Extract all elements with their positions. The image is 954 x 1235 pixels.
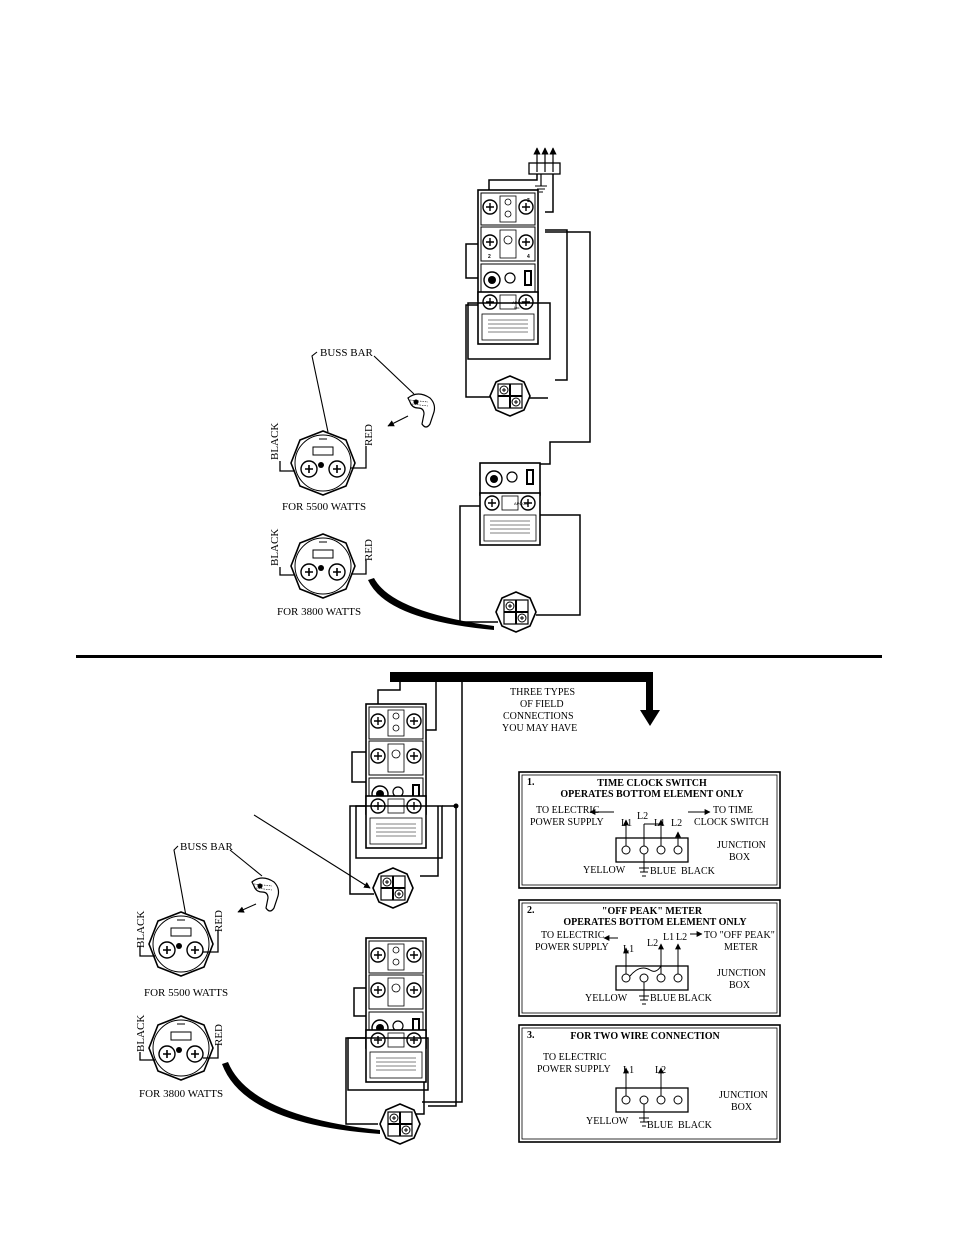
box-1-left-1: TO ELECTRIC bbox=[536, 805, 600, 816]
box-3-jb-1: JUNCTION bbox=[719, 1090, 768, 1101]
black-wire-label-5500-lower: BLACK bbox=[135, 911, 147, 948]
box-2-jb-2: BOX bbox=[729, 980, 751, 991]
box-1-title: TIME CLOCK SWITCH bbox=[597, 778, 707, 789]
element-3800-icon-lower bbox=[148, 1015, 214, 1081]
red-wire-label-5500: RED bbox=[363, 424, 375, 446]
box-1-number: 1. bbox=[527, 777, 535, 788]
box-3-left-2: POWER SUPPLY bbox=[537, 1064, 611, 1075]
box-1-left-2: POWER SUPPLY bbox=[530, 817, 604, 828]
element-5500-icon-lower bbox=[148, 911, 214, 977]
box-3-title: FOR TWO WIRE CONNECTION bbox=[570, 1031, 720, 1042]
watts-5500-label-lower: FOR 5500 WATTS bbox=[144, 987, 228, 999]
field-note-line-3: CONNECTIONS bbox=[503, 711, 574, 722]
connection-box-3: 3. FOR TWO WIRE CONNECTION TO ELECTRIC P… bbox=[518, 1024, 781, 1143]
lower-diagram: THREE TYPES OF FIELD CONNECTIONS YOU MAY… bbox=[135, 672, 660, 1145]
field-note-line-4: YOU MAY HAVE bbox=[502, 723, 577, 734]
upper-diagram: 3 4 2 APCOM Inc. APCOM BUSS BAR BLACK bbox=[269, 147, 591, 633]
buss-bar-icon-lower bbox=[251, 877, 280, 912]
red-wire-label-5500-lower: RED bbox=[213, 910, 225, 932]
upper-element-icon bbox=[489, 375, 531, 417]
box-2-t-l1b: L1 bbox=[663, 932, 674, 943]
box-1-yellow: YELLOW bbox=[583, 865, 626, 876]
element-5500-icon bbox=[290, 430, 356, 496]
watts-5500-label: FOR 5500 WATTS bbox=[282, 501, 366, 513]
connection-box-2: 2. "OFF PEAK" METER OPERATES BOTTOM ELEM… bbox=[518, 899, 781, 1017]
brand-label-lower: APCOM bbox=[514, 501, 529, 506]
box-2-left-2: POWER SUPPLY bbox=[535, 942, 609, 953]
box-1-t-l1: L1 bbox=[621, 818, 632, 829]
field-note-line-1: THREE TYPES bbox=[510, 687, 575, 698]
terminal-4-label: 4 bbox=[527, 254, 530, 260]
field-note-line-2: OF FIELD bbox=[520, 699, 564, 710]
box-3-number: 3. bbox=[527, 1030, 535, 1041]
box-2-title: "OFF PEAK" METER bbox=[602, 906, 703, 917]
box-2-number: 2. bbox=[527, 905, 535, 916]
box-3-black: BLACK bbox=[678, 1120, 713, 1131]
brand-label: APCOM bbox=[512, 300, 527, 305]
box-1-black: BLACK bbox=[681, 866, 716, 877]
box-2-black: BLACK bbox=[678, 993, 713, 1004]
black-wire-label-3800-lower: BLACK bbox=[135, 1015, 147, 1052]
box-1-right-2: CLOCK SWITCH bbox=[694, 817, 769, 828]
box-2-left-1: TO ELECTRIC bbox=[541, 930, 605, 941]
buss-bar-label-lower: BUSS BAR bbox=[180, 841, 234, 853]
lower-upper-element-icon bbox=[372, 867, 414, 909]
box-1-jb-2: BOX bbox=[729, 852, 751, 863]
red-wire-label-3800-lower: RED bbox=[213, 1024, 225, 1046]
box-3-jb-2: BOX bbox=[731, 1102, 753, 1113]
element-3800-icon bbox=[290, 533, 356, 599]
box-1-right-1: TO TIME bbox=[713, 805, 753, 816]
upper-wires bbox=[459, 174, 591, 623]
box-2-yellow: YELLOW bbox=[585, 993, 628, 1004]
red-wire-label-3800: RED bbox=[363, 539, 375, 561]
power-terminal-block bbox=[528, 147, 561, 193]
box-2-jb-1: JUNCTION bbox=[717, 968, 766, 979]
terminal-2-label: 2 bbox=[488, 254, 491, 260]
watts-3800-label-lower: FOR 3800 WATTS bbox=[139, 1088, 223, 1100]
box-1-t-l2b: L2 bbox=[671, 818, 682, 829]
connection-box-1: 1. TIME CLOCK SWITCH OPERATES BOTTOM ELE… bbox=[518, 771, 781, 889]
box-3-left-1: TO ELECTRIC bbox=[543, 1052, 607, 1063]
box-2-t-l2b: L2 bbox=[676, 932, 687, 943]
box-1-blue: BLUE bbox=[650, 866, 676, 877]
box-3-blue: BLUE bbox=[647, 1120, 673, 1131]
box-2-subtitle: OPERATES BOTTOM ELEMENT ONLY bbox=[563, 917, 747, 928]
lower-element-icon bbox=[495, 591, 537, 633]
lower-lower-element-icon bbox=[379, 1103, 421, 1145]
buss-bar-label: BUSS BAR bbox=[320, 347, 374, 359]
box-2-right-2: METER bbox=[724, 942, 758, 953]
box-3-t-l1: L1 bbox=[623, 1065, 634, 1076]
terminal-3-label: 3 bbox=[527, 198, 530, 204]
black-wire-label-3800: BLACK bbox=[269, 529, 281, 566]
box-2-t-l1: L1 bbox=[623, 944, 634, 955]
box-1-subtitle: OPERATES BOTTOM ELEMENT ONLY bbox=[560, 789, 744, 800]
box-2-right-1: TO "OFF PEAK" bbox=[704, 930, 775, 941]
box-1-t-l2a: L2 bbox=[637, 811, 648, 822]
black-wire-label-5500: BLACK bbox=[269, 423, 281, 460]
watts-3800-label: FOR 3800 WATTS bbox=[277, 606, 361, 618]
box-2-t-l2a: L2 bbox=[647, 938, 658, 949]
box-3-yellow: YELLOW bbox=[586, 1116, 629, 1127]
buss-bar-icon bbox=[407, 393, 436, 428]
brand-sub-label: Inc. bbox=[514, 305, 520, 310]
box-2-blue: BLUE bbox=[650, 993, 676, 1004]
box-1-jb-1: JUNCTION bbox=[717, 840, 766, 851]
section-divider bbox=[76, 655, 882, 658]
